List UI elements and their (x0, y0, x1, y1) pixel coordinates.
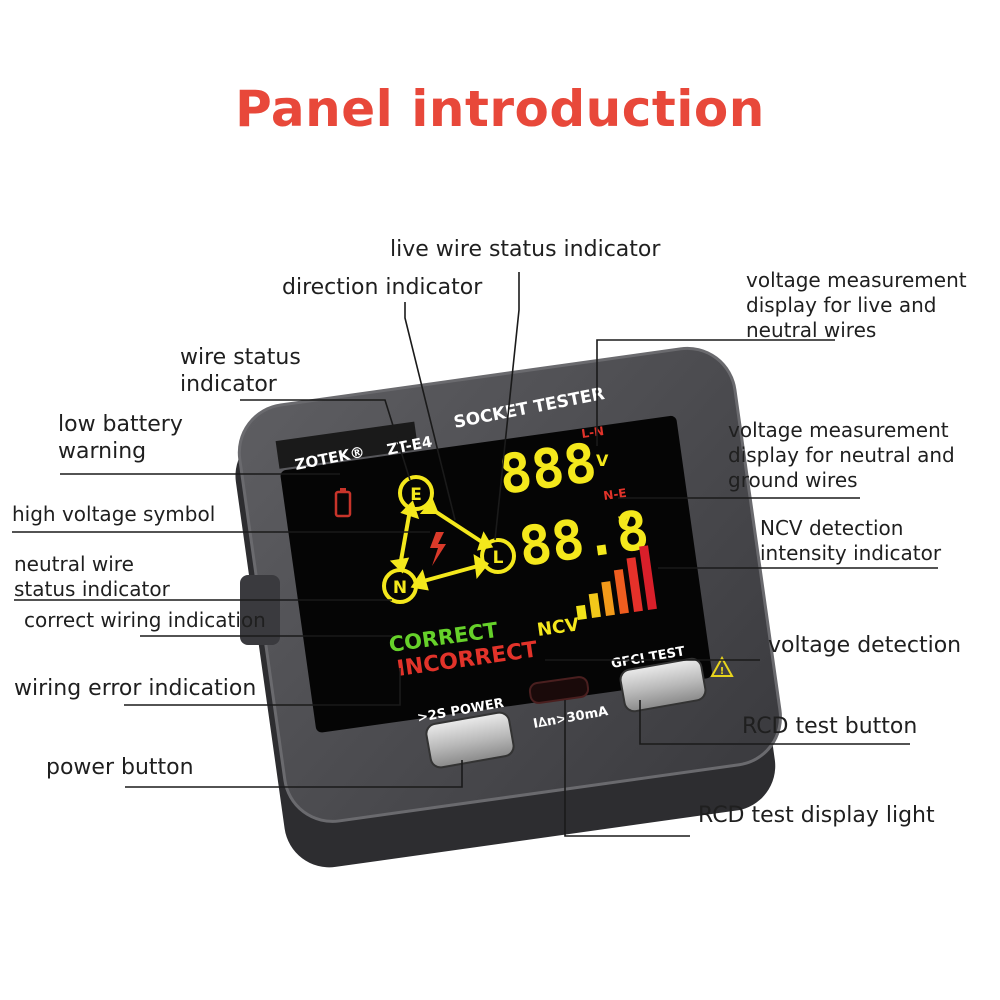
direction-label: direction indicator (282, 275, 483, 300)
node-l-circle (480, 538, 516, 574)
correct-wiring-label: correct wiring indication (24, 608, 266, 632)
ne-unit: V (618, 513, 631, 532)
rcd-button-label: RCD test button (742, 714, 918, 739)
leader-lines (12, 272, 938, 837)
page-title: Panel introduction (235, 80, 765, 138)
wiring-nodes: E L N (382, 475, 516, 604)
svg-text:!: ! (720, 666, 725, 677)
rcd-test-light (528, 676, 590, 704)
warning-icon: ! (710, 655, 734, 677)
high-voltage-icon (430, 532, 446, 566)
node-e-circle (398, 475, 434, 511)
voltage-ln-display: 888 (495, 431, 600, 507)
direction-arrows (389, 498, 494, 591)
ncv-bar-5 (626, 557, 643, 613)
side-plug (240, 575, 280, 645)
node-l-label: L (493, 548, 504, 568)
rcd-light-label: RCD test display light (698, 803, 935, 828)
node-e-label: E (410, 485, 422, 505)
ln-unit: V (596, 451, 609, 470)
ncv-bar-6 (639, 545, 657, 610)
ncv-bar-1 (576, 604, 587, 620)
ncv-bar-3 (601, 581, 615, 616)
voltage-detection-label: voltage detection (768, 633, 962, 658)
node-n-label: N (393, 578, 407, 598)
ncv-intensity-bars (576, 545, 657, 620)
wiring-error-label: wiring error indication (14, 676, 257, 701)
power-button-label: power button (46, 755, 194, 780)
ln-tag: L-N (580, 424, 604, 441)
gfci-test-button[interactable] (619, 657, 707, 713)
low-battery-icon (334, 488, 352, 518)
power-button[interactable] (425, 711, 515, 769)
lcd-screen (280, 415, 712, 733)
live-wire-label: live wire status indicator (390, 237, 661, 262)
ncv-bar-2 (588, 592, 601, 618)
high-voltage-label: high voltage symbol (12, 502, 216, 526)
ncv-bar-4 (613, 569, 629, 614)
